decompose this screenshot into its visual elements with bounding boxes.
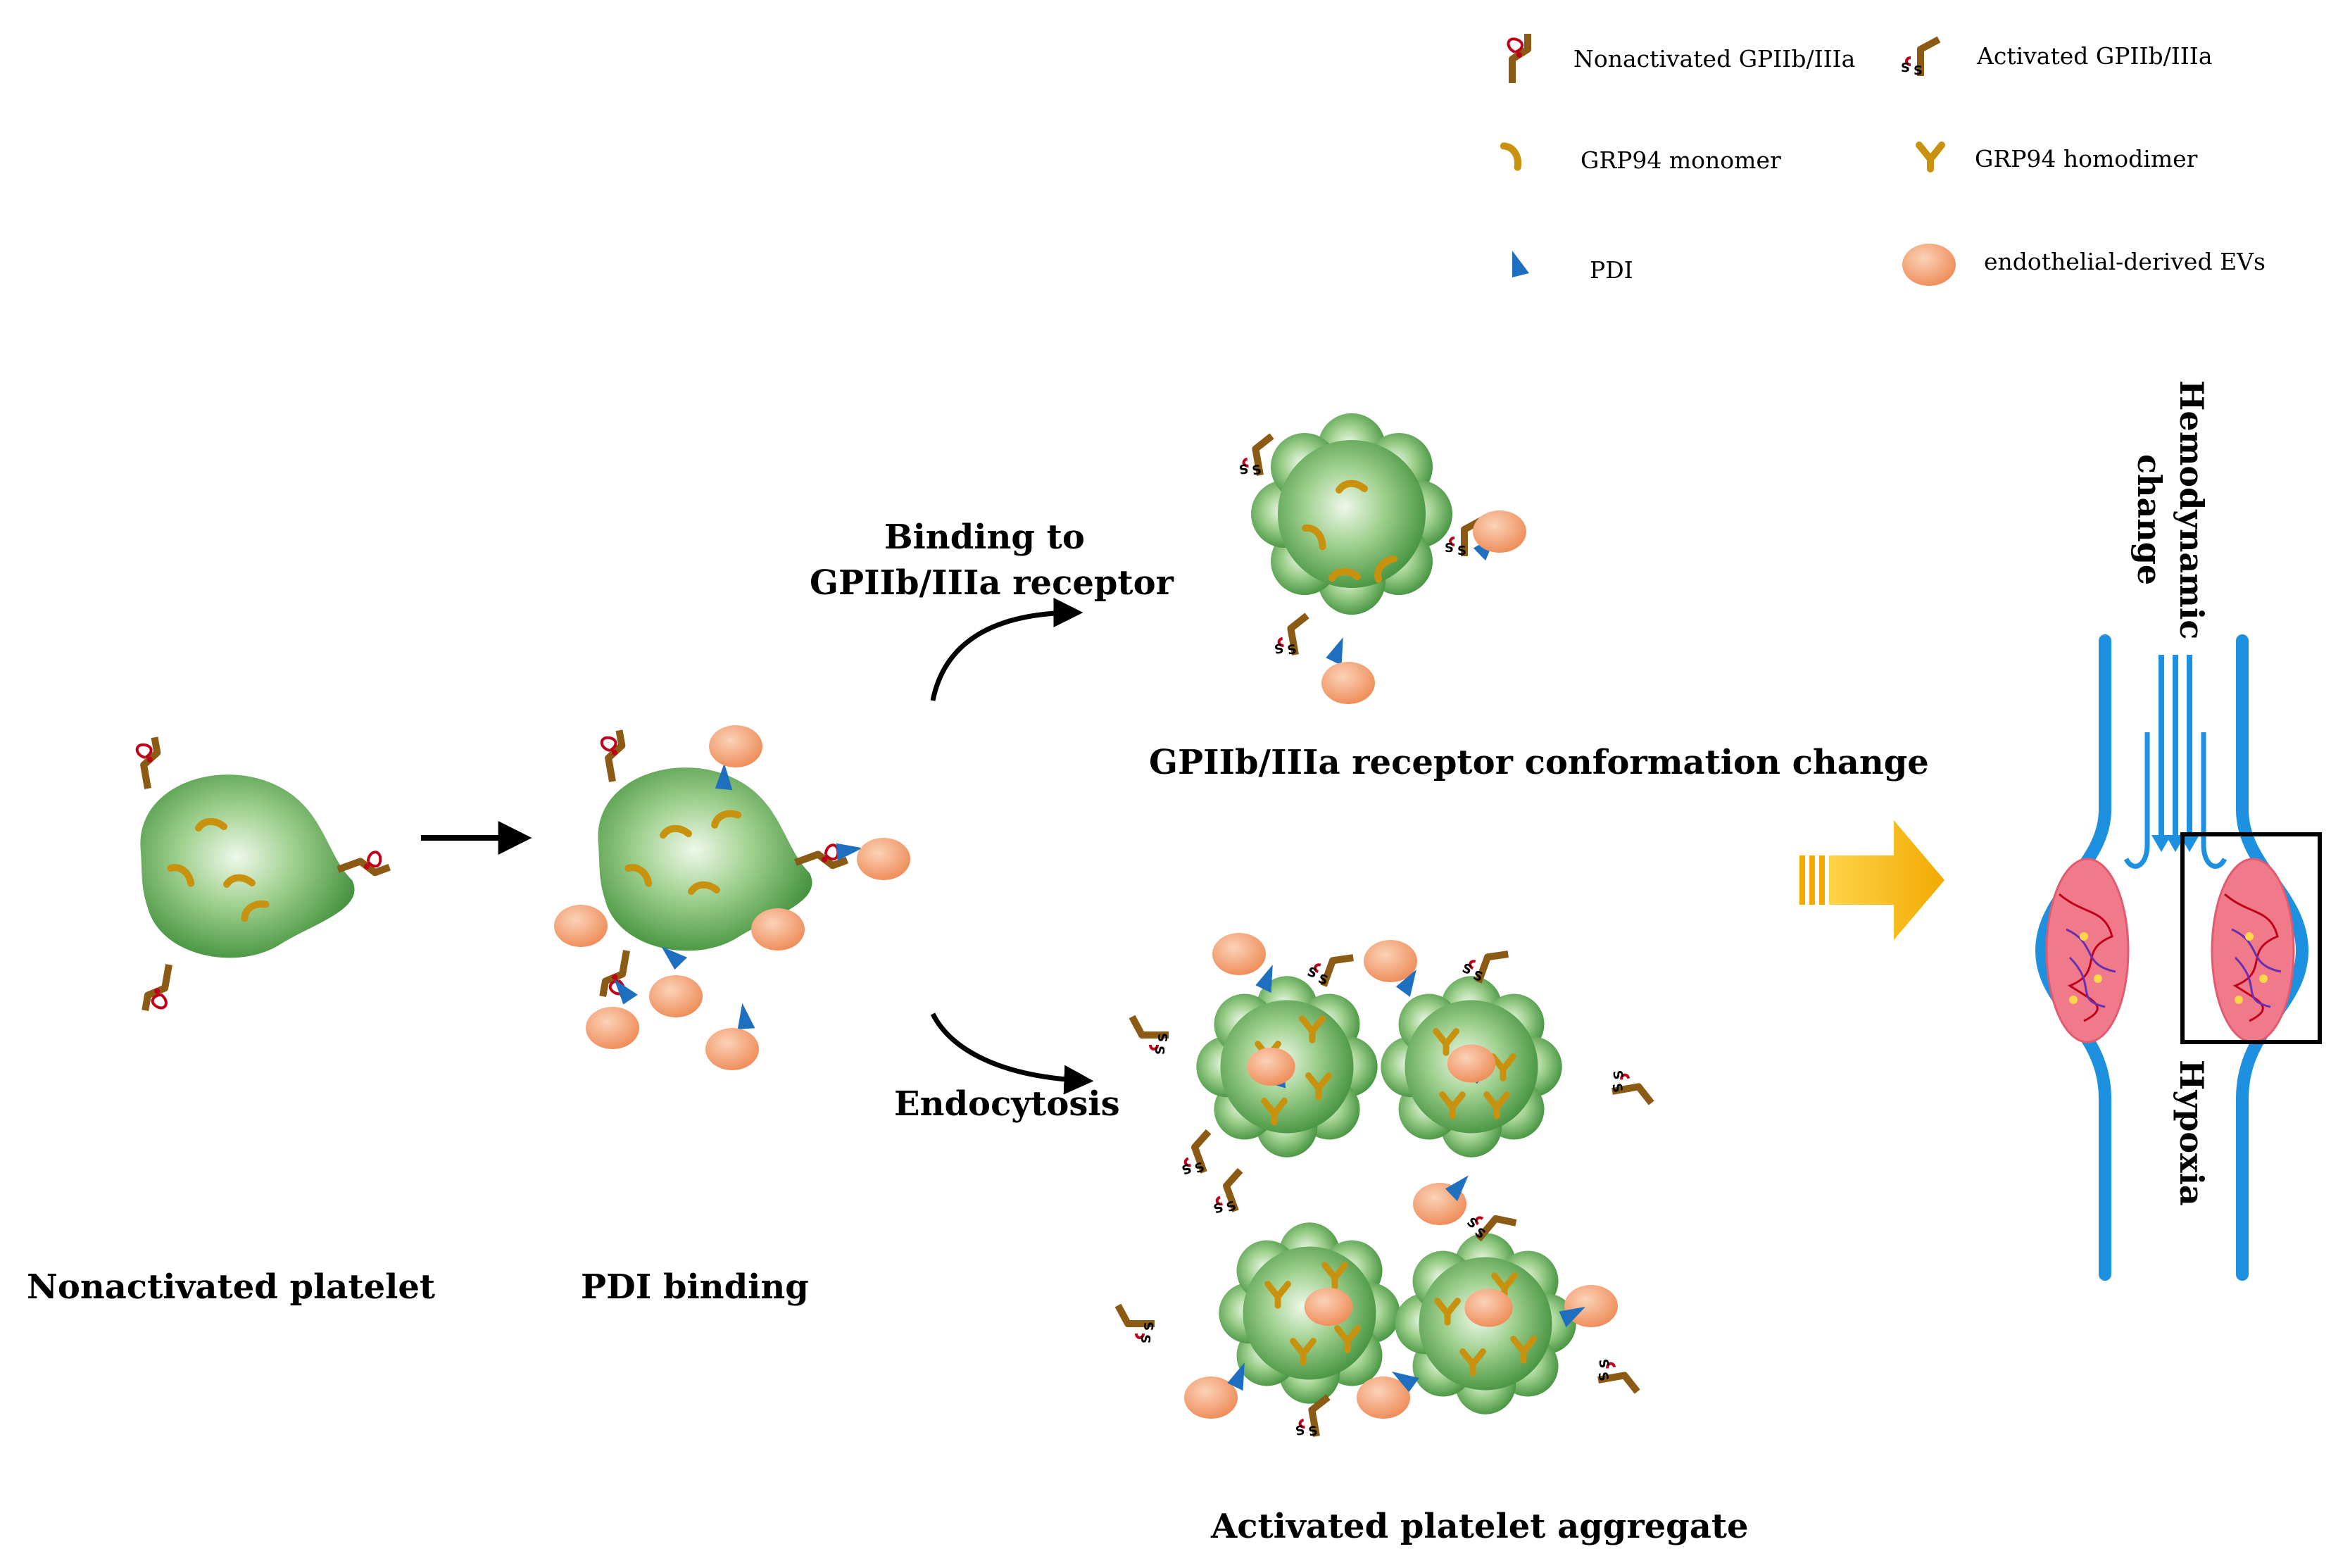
conformation-change-platelet	[1234, 413, 1526, 704]
legend-activated-receptor-icon	[1901, 39, 1939, 78]
label-endocytosis: Endocytosis	[894, 1084, 1120, 1124]
yellow-block-arrow	[1799, 820, 1944, 940]
activated-platelet-aggregate	[1118, 933, 1652, 1442]
label-binding-line1: Binding to	[884, 518, 1085, 557]
legend-pdi-icon	[1512, 251, 1529, 277]
label-nonactivated-platelet: Nonactivated platelet	[27, 1267, 436, 1307]
pdi-binding-platelet	[554, 725, 910, 1070]
legend-grp94-monomer-label: GRP94 monomer	[1581, 146, 1781, 174]
label-activated-aggregate: Activated platelet aggregate	[1211, 1507, 1749, 1546]
arrow-to-endocytosis	[930, 1012, 1094, 1095]
legend-grp94-monomer-icon	[1504, 143, 1522, 168]
label-pdi-binding: PDI binding	[581, 1267, 809, 1307]
legend-ev-label: endothelial-derived EVs	[1984, 248, 2266, 275]
legend-activated-label: Activated GPIIb/IIIa	[1977, 42, 2213, 70]
nonactivated-platelet	[135, 737, 389, 1014]
blood-vessel	[2035, 634, 2322, 1281]
label-hypoxia: Hypoxia	[2173, 1060, 2211, 1206]
label-hemodynamic: Hemodynamic	[2173, 380, 2211, 640]
legend-ev-icon	[1902, 244, 1956, 286]
legend-nonactivated-receptor-icon	[1508, 34, 1528, 83]
arrow-to-binding	[930, 598, 1083, 701]
label-conformation-change: GPIIb/IIIa receptor conformation change	[1149, 743, 1929, 782]
label-binding-line2: GPIIb/IIIa receptor	[810, 563, 1174, 603]
legend-pdi-label: PDI	[1590, 256, 1633, 284]
legend-grp94-homodimer-icon	[1919, 145, 1942, 169]
label-change: change	[2130, 454, 2168, 586]
highlight-box	[2180, 832, 2322, 1044]
legend-grp94-homodimer-label: GRP94 homodimer	[1975, 145, 2198, 173]
legend-nonactivated-label: Nonactivated GPIIb/IIIa	[1573, 45, 1856, 73]
